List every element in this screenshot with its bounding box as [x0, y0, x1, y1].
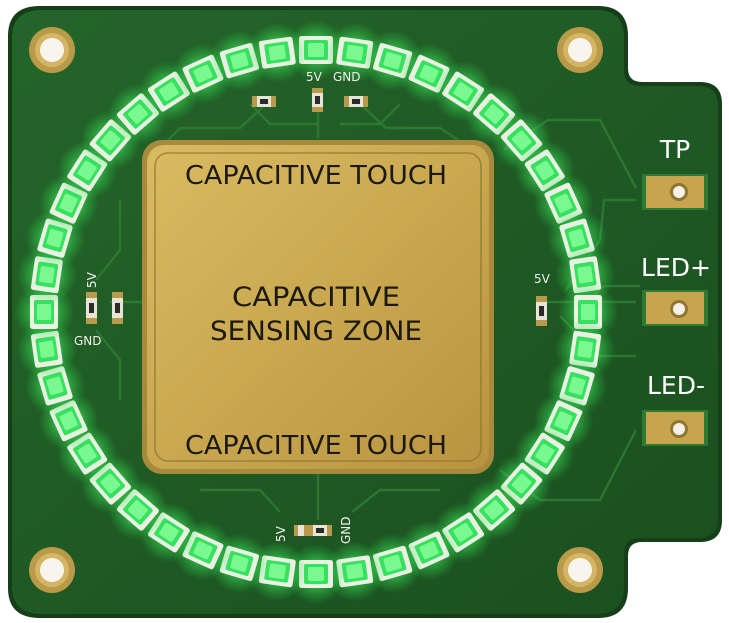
smd-components	[86, 88, 547, 536]
silk-right-5v: 5V	[534, 272, 551, 286]
capacitive-touch-pad[interactable]: CAPACITIVE TOUCH CAPACITIVE SENSING ZONE…	[142, 140, 494, 474]
touch-pad-bottom-label: CAPACITIVE TOUCH	[185, 431, 447, 461]
led	[173, 520, 233, 581]
silk-top-5v: 5V	[306, 70, 323, 84]
mounting-hole-top-left	[29, 27, 75, 73]
touch-pad-top-label: CAPACITIVE TOUCH	[185, 161, 447, 191]
connector-label-led-minus: LED-	[647, 371, 705, 400]
silk-left-5v: 5V	[85, 271, 99, 288]
led-ring	[14, 20, 618, 604]
mounting-hole-top-right	[557, 27, 603, 73]
silk-left-gnd: GND	[74, 334, 102, 348]
led	[247, 22, 308, 83]
connector-pin-tp[interactable]	[642, 174, 708, 210]
touch-pad-center-line1: CAPACITIVE	[232, 282, 400, 313]
copper-traces	[95, 103, 640, 520]
silk-top-gnd: GND	[333, 70, 361, 84]
connector-pin-led-minus[interactable]	[642, 410, 708, 446]
connector-label-led-plus: LED+	[641, 253, 711, 282]
touch-pad-center-line2: SENSING ZONE	[210, 316, 422, 347]
mounting-hole-bottom-right	[557, 547, 603, 593]
connector-pin-led-plus[interactable]	[642, 290, 708, 326]
connector-label-tp: TP	[659, 135, 690, 164]
mounting-hole-bottom-left	[29, 547, 75, 593]
silk-bottom-5v: 5V	[274, 525, 288, 542]
silk-bottom-gnd: GND	[339, 516, 353, 544]
